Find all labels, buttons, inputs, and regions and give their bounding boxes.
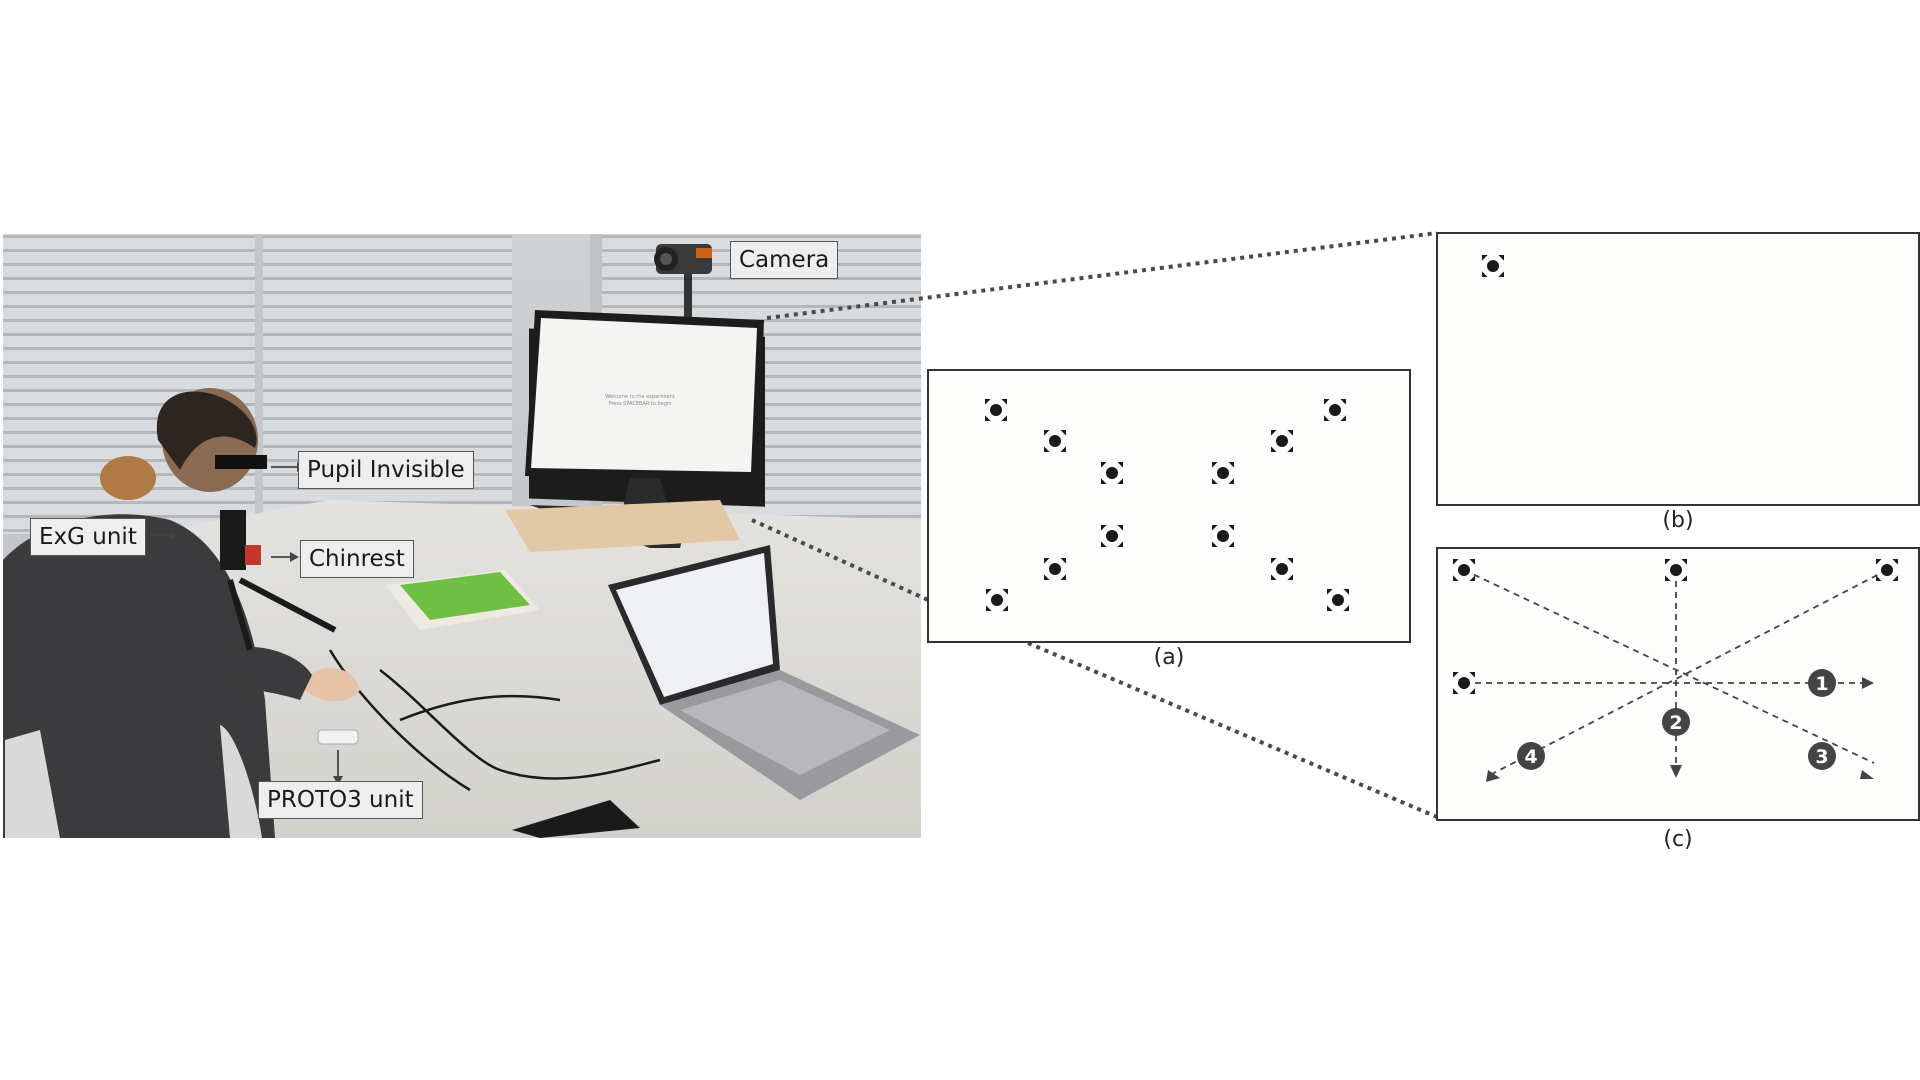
panel-c-target: [1453, 559, 1475, 581]
panel-a-target: [1327, 589, 1349, 611]
proto3-device: [317, 729, 359, 745]
svg-text:Welcome to the experiment: Welcome to the experiment: [605, 394, 675, 400]
panel-a-target: [1044, 430, 1066, 452]
panel-a-box: [927, 369, 1411, 643]
chinrest-device: [220, 510, 337, 651]
chair: [5, 725, 262, 838]
monitor: [505, 310, 765, 552]
exg-unit-label: ExG unit: [30, 518, 146, 556]
panel-c-arrowheads: [1486, 677, 1874, 782]
photo-scene: Welcome to the experiment Press SPACEBAR…: [3, 234, 921, 838]
panel-a-target: [1271, 558, 1293, 580]
participant: [3, 388, 360, 838]
direction-badge-number: 1: [1815, 673, 1828, 695]
panel-c-direction-lines: [1463, 569, 1888, 776]
cables: [328, 649, 661, 792]
pupil-invisible-label: Pupil Invisible: [298, 451, 474, 489]
direction-badge-2: 2: [1662, 708, 1690, 736]
panel-c-target: [1876, 559, 1898, 581]
caption-b: (b): [1662, 508, 1694, 533]
panel-a-target: [1324, 399, 1346, 421]
window-blinds-mid: [262, 234, 512, 534]
panel-a-target: [1271, 430, 1293, 452]
caption-a: (a): [1153, 645, 1185, 670]
proto3-unit-label: PROTO3 unit: [258, 781, 423, 819]
panel-c-box: [1436, 547, 1920, 821]
panel-a-target: [985, 399, 1007, 421]
svg-text:Press SPACEBAR to begin: Press SPACEBAR to begin: [608, 401, 671, 407]
panel-a-target: [1212, 525, 1234, 547]
panel-a-target: [1101, 525, 1123, 547]
panel-a-target: [1212, 462, 1234, 484]
direction-badge-4: 4: [1517, 742, 1545, 770]
chinrest-label: Chinrest: [300, 540, 414, 578]
direction-badge-number: 2: [1669, 712, 1682, 734]
monitor-welcome-text: Welcome to the experiment Press SPACEBAR…: [605, 394, 675, 407]
panel-a-target: [1101, 462, 1123, 484]
direction-badge-number: 4: [1524, 746, 1537, 768]
phone: [512, 800, 640, 838]
direction-badge-3: 3: [1808, 742, 1836, 770]
fixation-targets: [985, 255, 1898, 694]
panel-c-target: [1453, 672, 1475, 694]
direction-badge-number: 3: [1815, 746, 1828, 768]
keyboard: [385, 570, 540, 630]
direction-badge-1: 1: [1808, 669, 1836, 697]
direction-number-badges: 1 2 3 4: [1517, 669, 1836, 770]
panel-b-target: [1482, 255, 1504, 277]
panel-a-target: [986, 589, 1008, 611]
panel-b-box: [1436, 232, 1920, 506]
caption-c: (c): [1663, 827, 1693, 852]
camera-device: [654, 244, 712, 318]
dotted-connectors: [751, 231, 1438, 819]
camera-label: Camera: [730, 241, 839, 279]
panel-a-target: [1044, 558, 1066, 580]
panel-c-target: [1665, 559, 1687, 581]
laptop: [608, 545, 920, 800]
